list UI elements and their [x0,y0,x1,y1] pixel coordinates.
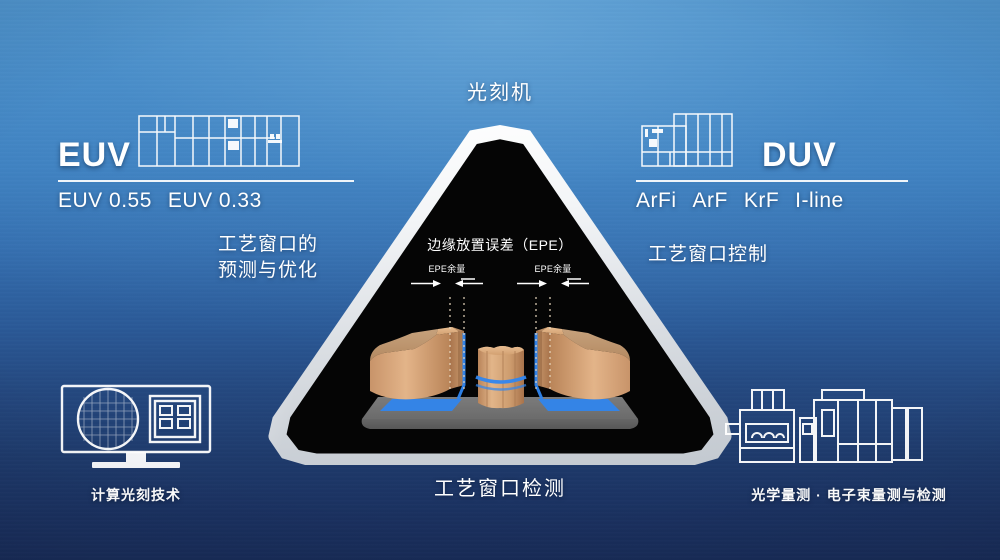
process-window-triangle: 边缘放置误差（EPE） EPE余量 [268,125,732,465]
euv-variant-1: EUV 0.33 [167,189,262,212]
euv-scanner-icon [135,110,303,172]
left-annotation: 工艺窗口的 预测与优化 [218,232,318,283]
left-annotation-line2: 预测与优化 [218,259,319,281]
wafer-monitor-icon [52,384,220,474]
metrology-caption: 光学量测 · 电子束量测与检测 [751,487,947,503]
center-pillar [475,346,527,409]
right-annotation: 工艺窗口控制 [648,242,768,268]
duv-brand-label: DUV [762,136,837,174]
epe-arrow-left [405,278,489,289]
metrology-group: 光学量测 · 电子束量测与检测 [722,378,976,505]
epe-arrow-right [511,278,595,289]
epe-margin-right: EPE余量 [511,262,595,289]
computational-litho-caption: 计算光刻技术 [91,487,181,503]
page-title: 光刻机 [467,82,533,104]
duv-variant-3: I-line [795,189,844,212]
epe-margin-left: EPE余量 [405,262,489,289]
left-annotation-line1: 工艺窗口的 [218,234,319,255]
epe-margin-left-label: EPE余量 [428,264,466,274]
metrology-tools-icon [722,389,976,474]
euv-brand-label: EUV [58,136,131,174]
euv-underline [58,180,354,182]
triangle-interior: 边缘放置误差（EPE） EPE余量 [286,139,714,454]
process-window-inspection-caption: 工艺窗口检测 [434,478,566,500]
computational-litho-group: 计算光刻技术 [52,382,220,505]
euv-variant-list: EUV 0.55 EUV 0.33 [58,189,354,213]
duv-underline [636,180,908,182]
epe-margin-group: EPE余量 EPE [405,262,595,289]
epe-margin-right-label: EPE余量 [534,264,572,274]
right-annotation-line1: 工艺窗口控制 [648,244,769,265]
duv-variant-2: KrF [743,189,780,212]
euv-variant-0: EUV 0.55 [58,189,152,212]
euv-tech-block: EUV [58,110,354,213]
epe-3d-structure [361,293,639,429]
